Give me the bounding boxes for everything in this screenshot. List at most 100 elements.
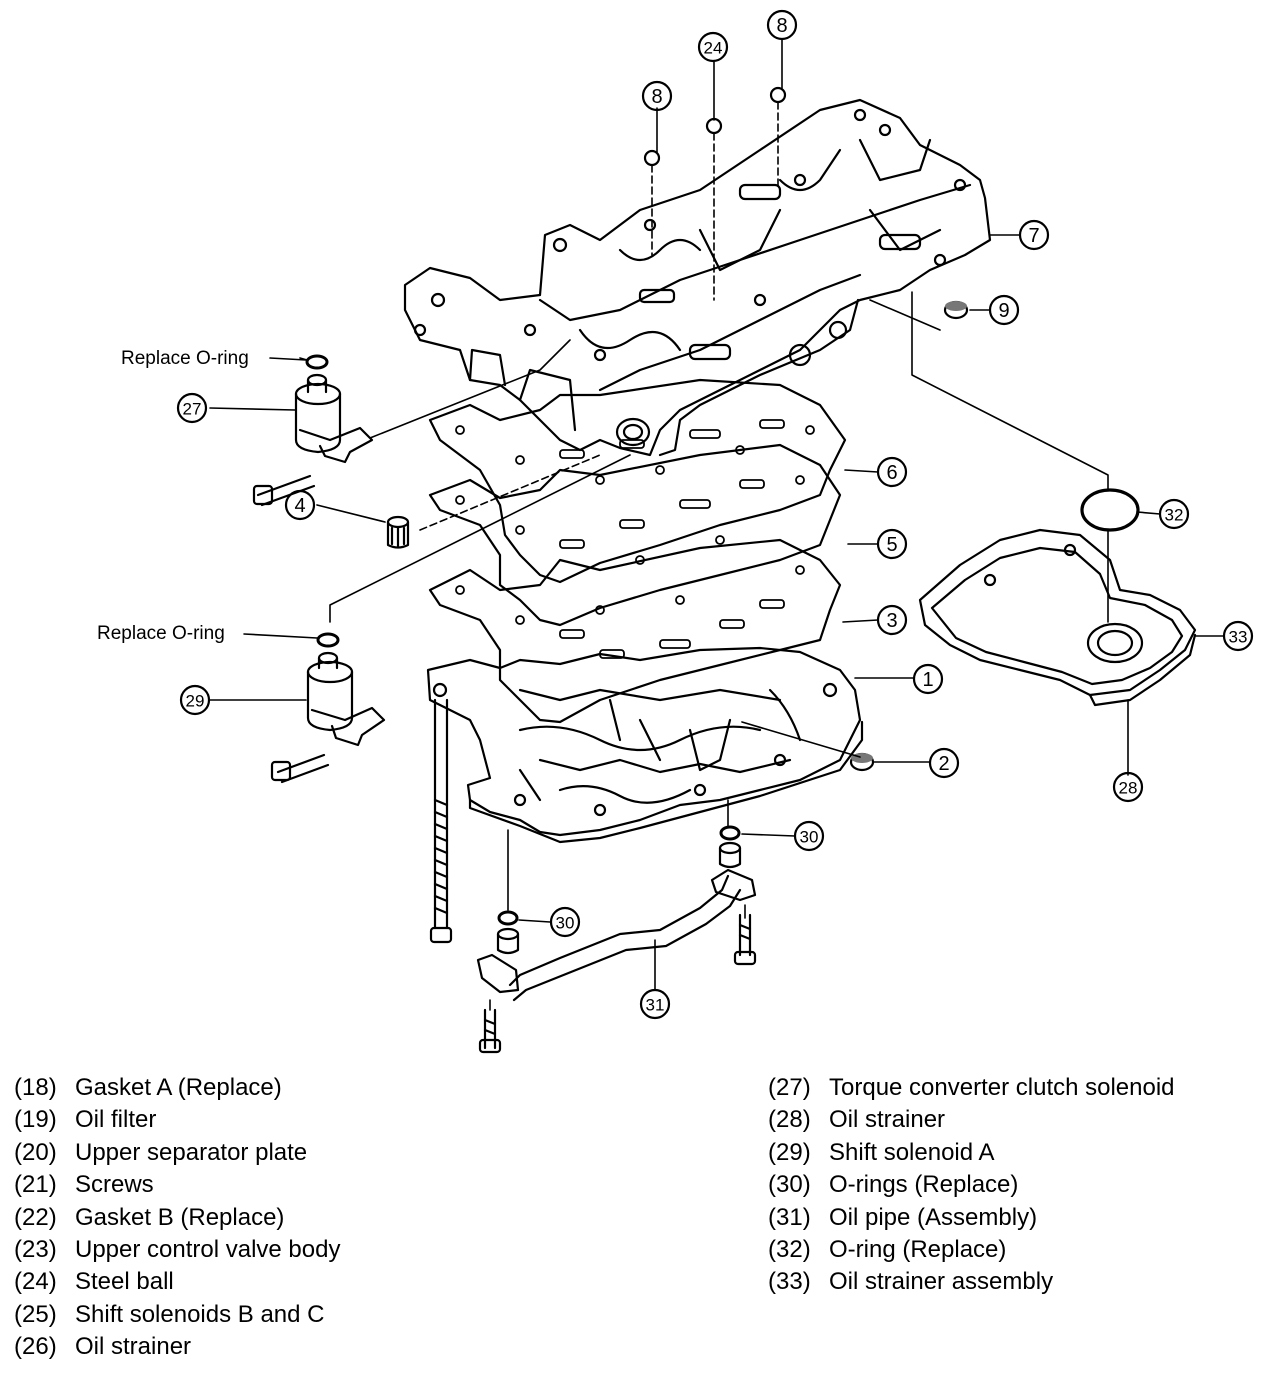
legend-label: Screws	[75, 1171, 154, 1199]
legend-number: (30)	[768, 1171, 811, 1199]
solenoid-27	[252, 354, 374, 507]
callout-27: 27	[176, 392, 208, 424]
legend-label: Torque converter clutch solenoid	[829, 1074, 1175, 1101]
callout-8-right-label: 8	[776, 15, 787, 37]
legend-left-column: (18) Gasket A (Replace) (19) Oil filter (2…	[14, 1072, 614, 1364]
legend-item-29: (29) Shift solenoid A	[768, 1137, 1268, 1169]
legend-number: (27)	[768, 1074, 811, 1101]
legend-number: (32)	[768, 1236, 811, 1264]
callout-1-label: 1	[922, 669, 933, 691]
legend-number: (31)	[768, 1203, 811, 1231]
legend-item-24: (24) Steel ball	[14, 1266, 614, 1298]
callout-24: 24	[697, 31, 729, 63]
upper-valve-body	[403, 98, 992, 457]
callout-7: 7	[1018, 219, 1050, 251]
callout-3: 3	[876, 604, 908, 636]
callout-5: 5	[876, 528, 908, 560]
callout-5-label: 5	[886, 534, 897, 556]
legend-number: (18)	[14, 1074, 57, 1101]
callout-6-label: 6	[886, 462, 897, 484]
legend-label: Oil strainer assembly	[829, 1268, 1054, 1296]
callout-32-label: 32	[1165, 506, 1184, 525]
legend-right-column: (27) Torque converter clutch solenoid (28…	[768, 1072, 1268, 1299]
legend-item-20: (20) Upper separator plate	[14, 1137, 614, 1169]
legend-label: Gasket A (Replace)	[75, 1074, 282, 1101]
callout-33-label: 33	[1229, 628, 1248, 647]
legend-item-27: (27) Torque converter clutch solenoid	[768, 1072, 1268, 1104]
legend-label: Shift solenoids B and C	[75, 1300, 325, 1328]
legend-number: (25)	[14, 1300, 57, 1328]
legend-item-26: (26) Oil strainer	[14, 1331, 614, 1363]
legend-label: Steel ball	[75, 1268, 174, 1296]
callout-30-upper: 30	[793, 820, 825, 852]
legend-item-22: (22) Gasket B (Replace)	[14, 1202, 614, 1234]
callout-1: 1	[912, 663, 944, 695]
callout-28-label: 28	[1119, 779, 1138, 798]
exploded-view-diagram: 6 5 3 1 2 4 7 8 8 9 24 27	[97, 9, 1254, 1054]
oil-filter-4	[386, 515, 410, 549]
legend-number: (23)	[14, 1236, 57, 1264]
legend-item-31: (31) Oil pipe (Assembly)	[768, 1202, 1268, 1234]
callout-24-label: 24	[704, 39, 723, 58]
solenoid-29	[270, 632, 386, 784]
lower-valve-body	[426, 646, 864, 844]
callout-7-label: 7	[1028, 225, 1039, 247]
legend-item-25: (25) Shift solenoids B and C	[14, 1299, 614, 1331]
legend-number: (24)	[14, 1268, 57, 1296]
legend-label: Oil filter	[75, 1106, 157, 1134]
legend-number: (29)	[768, 1138, 811, 1166]
legend-label: Gasket B (Replace)	[75, 1203, 285, 1231]
legend-item-33: (33) Oil strainer assembly	[768, 1266, 1268, 1298]
callout-3-label: 3	[886, 610, 897, 632]
legend-label: Oil strainer	[75, 1333, 192, 1361]
legend-number: (22)	[14, 1203, 57, 1231]
legend-number: (26)	[14, 1333, 57, 1361]
legend-label: Oil strainer	[829, 1106, 946, 1134]
legend-label: Upper control valve body	[75, 1236, 341, 1264]
replace-oring-note-top: Replace O-ring	[121, 348, 249, 369]
callout-29: 29	[179, 684, 211, 716]
legend-item-18: (18) Gasket A (Replace)	[14, 1072, 614, 1104]
callout-30-upper-label: 30	[800, 828, 819, 847]
legend-number: (19)	[14, 1106, 57, 1134]
callout-29-label: 29	[186, 692, 205, 711]
callout-33: 33	[1222, 620, 1254, 652]
callout-2: 2	[928, 747, 960, 779]
legend-item-30: (30) O-rings (Replace)	[768, 1169, 1268, 1201]
callout-28: 28	[1112, 771, 1144, 803]
legend-label: O-rings (Replace)	[829, 1171, 1019, 1199]
legend-item-32: (32) O-ring (Replace)	[768, 1234, 1268, 1266]
legend-item-21: (21) Screws	[14, 1169, 614, 1201]
legend-label: Shift solenoid A	[829, 1138, 995, 1166]
callout-32: 32	[1158, 498, 1190, 530]
callout-4-label: 4	[294, 495, 305, 517]
legend-label: Oil pipe (Assembly)	[829, 1203, 1038, 1231]
legend-number: (33)	[768, 1268, 811, 1296]
callout-30-lower-label: 30	[556, 914, 575, 933]
legend-item-19: (19) Oil filter	[14, 1104, 614, 1136]
legend-item-23: (23) Upper control valve body	[14, 1234, 614, 1266]
legend-number: (21)	[14, 1171, 57, 1199]
legend-number: (28)	[768, 1106, 811, 1134]
bolts-and-oil-pipe	[429, 698, 757, 1054]
callout-9: 9	[988, 294, 1020, 326]
separator-plates	[428, 378, 847, 724]
callout-8-right: 8	[766, 9, 798, 41]
oil-strainer-assembly	[918, 488, 1197, 707]
replace-oring-note-bottom: Replace O-ring	[97, 623, 225, 644]
callout-9-label: 9	[998, 300, 1009, 322]
callout-8-left: 8	[641, 80, 673, 112]
legend-number: (20)	[14, 1138, 57, 1166]
callout-6: 6	[876, 456, 908, 488]
callout-2-label: 2	[938, 753, 949, 775]
callout-27-label: 27	[183, 400, 202, 419]
callout-31: 31	[639, 988, 671, 1020]
callout-31-label: 31	[646, 996, 665, 1015]
legend-label: O-ring (Replace)	[829, 1236, 1007, 1264]
callout-30-lower: 30	[549, 906, 581, 938]
callout-8-left-label: 8	[651, 86, 662, 108]
leader-lines	[209, 39, 1225, 1011]
legend-label: Upper separator plate	[75, 1138, 308, 1166]
legend-item-28: (28) Oil strainer	[768, 1104, 1268, 1136]
callout-4: 4	[284, 489, 316, 521]
